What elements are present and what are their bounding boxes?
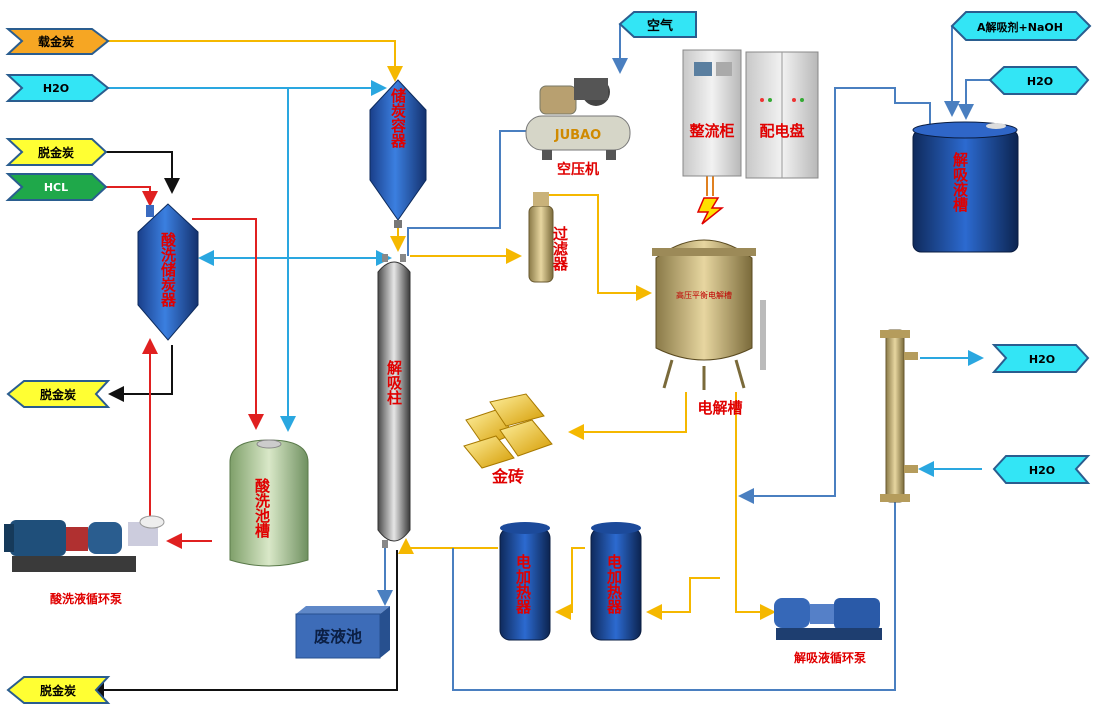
pipe-acid-to-tank [192, 218, 264, 430]
tag-h2o-out: H2O [991, 344, 1090, 373]
lightning-icon [696, 197, 725, 225]
tag-desorbent-naoh: A解吸剂+NaOH [950, 11, 1092, 41]
rectifier-label: 整流柜 [689, 122, 734, 140]
gold-bricks: 金砖 [463, 393, 553, 486]
pipe-cell-to-pump [735, 392, 776, 620]
tag-deloaded-carbon-out-bottom: 脱金炭 [6, 676, 111, 704]
pipe-cell-to-gold [568, 392, 687, 440]
desorption-column: 解吸柱 [377, 254, 411, 548]
tag-h2o-top: H2O [5, 74, 110, 102]
feed-vessel-label: 储炭容器 [389, 87, 407, 149]
distribution-cabinet: 配电盘 [745, 51, 819, 179]
electric-heater-2: 电加热器 [590, 522, 642, 641]
tag-h2o-tank: H2O [988, 66, 1090, 95]
rectifier-cabinet: 整流柜 [682, 49, 742, 177]
air-compressor: JUBAO 空压机 [525, 78, 631, 178]
tag-deloaded-carbon-in: 脱金炭 [5, 138, 108, 166]
pipe-h2o-tank-in [958, 79, 990, 120]
pipe-loaded-carbon [108, 40, 403, 82]
waste-pool: 废液池 [295, 606, 390, 659]
tag-deloaded-carbon-out-mid: 脱金炭 [6, 380, 111, 408]
desorbent-tank: 解吸液槽 [912, 121, 1019, 253]
desorption-column-label: 解吸柱 [385, 359, 403, 405]
tag-h2o-in-label: H2O [1029, 464, 1055, 477]
pipe-power-cable [706, 176, 714, 196]
cell-plate-label: 高压平衡电解槽 [676, 290, 732, 300]
acid-tank-label: 酸洗池槽 [253, 477, 271, 539]
electric-heater-2-label: 电加热器 [605, 553, 623, 615]
pipe-deloaded-out-bottom [88, 550, 398, 698]
pipe-return-loop [452, 500, 896, 691]
tag-hcl-label: HCL [44, 181, 68, 194]
pipe-deloaded-in [106, 151, 180, 194]
acid-wash-vessel: 酸洗储炭器 [137, 203, 199, 341]
electric-heater-1: 电加热器 [499, 522, 551, 641]
electrolytic-cell-label: 电解槽 [697, 399, 742, 417]
filter-label: 过滤器 [551, 225, 569, 272]
tag-desorbent-naoh-label: A解吸剂+NaOH [977, 20, 1063, 34]
acid-pump-label: 酸洗液循环泵 [50, 591, 122, 606]
pipes [88, 24, 990, 698]
tag-deloaded-carbon-out-bottom-label: 脱金炭 [40, 683, 76, 698]
tag-h2o-in: H2O [992, 455, 1091, 484]
feed-vessel: 储炭容器 [369, 79, 427, 228]
tag-deloaded-carbon-in-label: 脱金炭 [38, 145, 74, 160]
tag-air: 空气 [618, 11, 697, 38]
acid-tank: 酸洗池槽 [229, 439, 309, 567]
tag-loaded-carbon-label: 载金炭 [38, 34, 74, 49]
pipe-filter-to-cell [548, 194, 652, 301]
tag-h2o-out-label: H2O [1029, 353, 1055, 366]
desorb-pump-label: 解吸液循环泵 [794, 650, 866, 665]
pipe-deloaded-out-mid [108, 345, 173, 402]
desorb-pump: 解吸液循环泵 [774, 598, 882, 665]
pipe-pump-to-heater [646, 577, 720, 620]
pipe-air [407, 130, 526, 256]
tag-h2o-tank-label: H2O [1027, 75, 1053, 88]
electric-heater-1-label: 电加热器 [514, 553, 532, 615]
compressor-brand-label: JUBAO [554, 128, 601, 143]
distribution-label: 配电盘 [759, 122, 804, 140]
tag-air-label: 空气 [647, 18, 673, 34]
electrolytic-cell: 高压平衡电解槽 电解槽 [652, 239, 766, 417]
tag-hcl: HCL [5, 173, 108, 201]
pipe-hcl [106, 186, 158, 207]
gold-bricks-label: 金砖 [491, 467, 524, 486]
compressor-label: 空压机 [557, 161, 599, 178]
pipe-heater2-to-heater1 [555, 547, 585, 620]
pipe-desorb-to-cell [738, 87, 931, 504]
desorbent-tank-label: 解吸液槽 [951, 151, 969, 213]
tag-h2o-top-label: H2O [43, 82, 69, 95]
pipe-heater1-to-column [398, 538, 498, 554]
tag-deloaded-carbon-out-mid-label: 脱金炭 [40, 387, 76, 402]
waste-pool-label: 废液池 [314, 627, 362, 646]
filter: 过滤器 [528, 192, 569, 283]
heat-exchanger [880, 329, 918, 503]
tag-loaded-carbon: 载金炭 [5, 28, 110, 55]
acid-wash-vessel-label: 酸洗储炭器 [159, 231, 177, 308]
acid-pump: 酸洗液循环泵 [4, 515, 165, 606]
